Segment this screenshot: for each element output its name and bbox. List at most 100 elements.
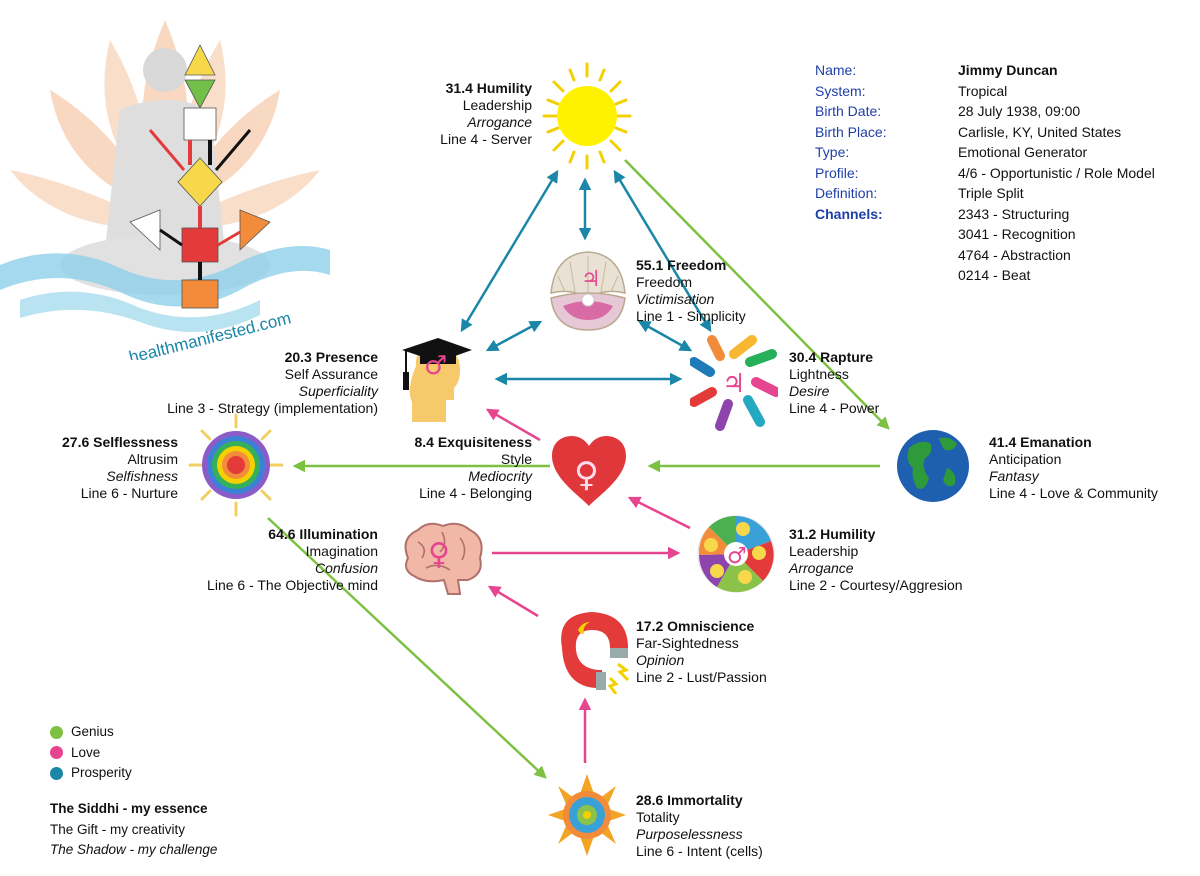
gift-text: Leadership [789,543,859,559]
siddhi-text: 28.6 Immortality [636,792,743,808]
shadow-text: Arrogance [789,560,854,576]
arrow-heart-head [485,408,541,442]
healthmanifested-logo: healthmanifested.com [0,20,330,360]
legend-label: Love [71,744,101,760]
info-key [815,265,958,286]
line-text: Line 6 - The Objective mind [207,577,378,593]
info-key: System: [815,82,866,99]
profile-info-table: Name: Jimmy Duncan System: Tropical Birth … [815,60,1155,286]
shadow-text: Mediocrity [468,468,532,484]
info-value: 0214 - Beat [958,267,1031,283]
info-key: Name: [815,62,857,78]
info-key: Birth Date: [815,103,882,119]
graduate-head-icon: ♂ [402,338,472,422]
siddhi-text: 20.3 Presence [284,349,378,365]
siddhi-text: 31.4 Humility [445,80,532,96]
node-magnet-label: 17.2 Omniscience Far-Sightedness Opinion… [636,618,767,686]
info-key: Definition: [815,185,878,201]
shadow-text: Desire [789,383,830,399]
node-head-label: 20.3 Presence Self Assurance Superficial… [167,349,378,417]
siddhi-text: 17.2 Omniscience [636,618,755,634]
legend-label: Genius [71,724,114,739]
shadow-text: Victimisation [636,291,715,307]
line-text: Line 1 - Simplicity [636,308,746,324]
shadow-text: Selfishness [106,468,178,484]
brain-icon: ♀ [404,522,483,595]
svg-text:♃: ♃ [722,369,745,399]
svg-text:♃: ♃ [581,267,601,292]
info-key: Birth Place: [815,123,887,140]
gift-text: Self Assurance [284,366,378,382]
siddhi-text: 8.4 Exquisiteness [414,434,532,450]
info-row: Profile: 4/6 - Opportunistic / Role Model [815,163,1155,184]
info-value: 2343 - Structuring [958,205,1070,222]
arrow-faces-heart [627,496,691,530]
line-text: Line 3 - Strategy (implementation) [167,400,378,416]
emotion-faces-icon: ♂ [697,515,775,593]
info-value: Triple Split [958,185,1024,201]
info-key: Type: [815,144,850,160]
info-key: Profile: [815,164,859,181]
rainbow-sun-icon [188,413,284,517]
info-value: 4/6 - Opportunistic / Role Model [958,164,1155,181]
info-key [815,245,958,266]
siddhi-text: 64.6 Illumination [268,526,378,542]
siddhi-text: 30.4 Rapture [789,349,874,365]
node-hands-label: 30.4 Rapture Lightness Desire Line 4 - P… [789,349,879,417]
siddhi-text: 31.2 Humility [789,526,876,542]
svg-text:♂: ♂ [424,351,447,381]
legend-label: Prosperity [71,765,132,780]
svg-text:♂: ♂ [727,544,747,569]
info-value: 4764 - Abstraction [958,246,1071,263]
info-value: 28 July 1938, 09:00 [958,103,1081,119]
info-value: Jimmy Duncan [958,62,1058,78]
hands-circle-icon: ♃ [690,335,778,431]
node-brain-label: 64.6 Illumination Imagination Confusion … [207,526,378,594]
info-key: Channels: [815,205,883,222]
line-text: Line 6 - Nurture [80,485,178,501]
node-heart-label: 8.4 Exquisiteness Style Mediocrity Line … [414,434,532,502]
node-faces-label: 31.2 Humility Leadership Arrogance Line … [789,526,963,594]
legend-siddhi: The Siddhi - my essence [50,801,208,816]
node-mandala-label: 27.6 Selflessness Altrusim Selfishness L… [62,434,178,502]
info-row: 0214 - Beat [815,265,1155,286]
magnet-icon [561,612,630,694]
info-row: Name: Jimmy Duncan [815,60,1155,81]
gift-text: Leadership [462,97,532,113]
shadow-text: Arrogance [467,114,532,130]
info-value: Emotional Generator [958,144,1088,160]
lotus-mandala-icon [548,774,626,856]
node-pearl-label: 55.1 Freedom Freedom Victimisation Line … [636,257,746,325]
line-text: Line 6 - Intent (cells) [636,843,763,859]
prosperity-dot-icon [50,766,63,780]
shadow-text: Opinion [636,652,685,668]
shadow-text: Confusion [314,560,378,576]
color-legend: Genius Love Prosperity [50,722,132,784]
shadow-text: Purposelessness [636,826,743,842]
siddhi-text: 41.4 Emanation [989,434,1092,450]
arrow-mandala-lotus [267,517,547,779]
line-text: Line 4 - Belonging [419,485,532,501]
line-text: Line 2 - Courtesy/Aggresion [789,577,963,593]
love-dot-icon [50,746,63,760]
info-value: Tropical [958,82,1008,99]
info-key [815,224,958,245]
arrow-pearl-hands [637,320,693,352]
line-text: Line 4 - Love & Community [989,485,1158,501]
line-text: Line 2 - Lust/Passion [636,669,767,685]
legend-gift: The Gift - my creativity [50,821,186,837]
gift-text: Freedom [636,274,693,290]
info-row: 4764 - Abstraction [815,245,1155,266]
siddhi-text: 55.1 Freedom [636,257,727,273]
info-row: Type: Emotional Generator [815,142,1155,163]
legend-shadow: The Shadow - my challenge [50,842,218,857]
info-row: Birth Date: 28 July 1938, 09:00 [815,101,1155,122]
info-value: 3041 - Recognition [958,226,1076,242]
info-row: Definition: Triple Split [815,183,1155,204]
heart-icon: ♀ [552,436,626,506]
arrow-sun-hands [613,169,712,333]
node-sun-label: 31.4 Humility Leadership Arrogance Line … [440,80,532,148]
arrow-magnet-brain [487,585,539,618]
gift-text: Totality [636,809,680,825]
